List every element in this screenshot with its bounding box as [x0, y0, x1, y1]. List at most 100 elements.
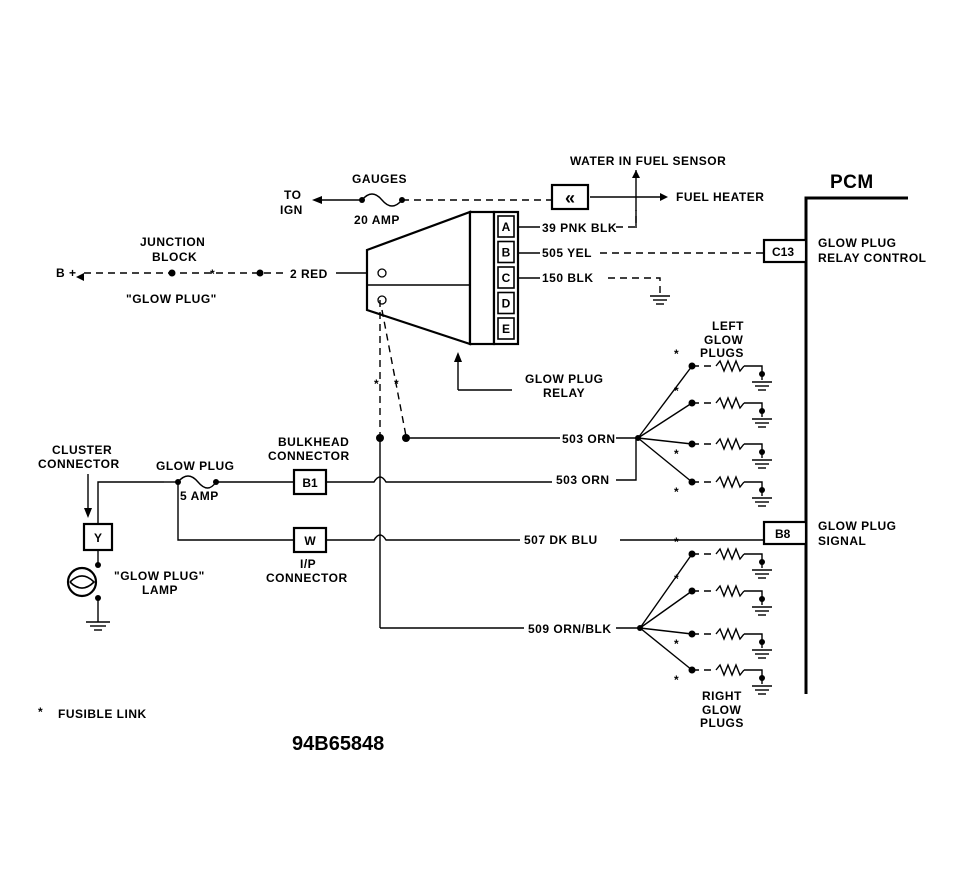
pcm-title: PCM	[830, 172, 874, 193]
relay-body	[365, 210, 472, 346]
relay-terminal	[377, 268, 387, 278]
left-ground-terminal	[759, 371, 765, 377]
ground-icon	[650, 295, 670, 305]
glow-plug-resistor-icon	[715, 627, 745, 641]
glow-plug-signal-label-2: SIGNAL	[818, 534, 866, 548]
junction-dot	[256, 269, 264, 277]
fusible-star: *	[674, 485, 679, 499]
relay-label-2: RELAY	[543, 386, 585, 400]
amp20-label: 20 AMP	[354, 213, 400, 227]
right-ground-terminal	[759, 596, 765, 602]
right-plugs-label-1: RIGHT	[702, 689, 742, 703]
bulkhead-label-2: CONNECTOR	[268, 449, 350, 463]
right-plugs-label-3: PLUGS	[700, 716, 744, 730]
fusible-star: *	[674, 535, 679, 549]
relay-pin-e-label: E	[502, 322, 510, 336]
junction-block: JUNCTION BLOCK B + * 2 RED "GLOW PLUG"	[56, 235, 370, 306]
lamp-label-1: "GLOW PLUG"	[114, 569, 205, 583]
b-plus-arrow-icon	[76, 273, 84, 281]
relay-pin-e	[497, 317, 515, 340]
cluster-label-1: CLUSTER	[52, 443, 112, 457]
pcm-pin-b8	[762, 520, 808, 546]
relay-output-wire-2	[381, 309, 407, 437]
ground-wire	[608, 277, 661, 296]
pcm-module: PCM C13 GLOW PLUG RELAY CONTROL B8 GLOW …	[762, 172, 927, 694]
pcm-pin-c13	[762, 238, 808, 264]
fusible-star: *	[374, 377, 379, 391]
ip-w-label: W	[304, 534, 316, 548]
relay-pin-a-label: A	[502, 220, 511, 234]
legend-text: FUSIBLE LINK	[58, 707, 147, 721]
b-plus-label: B +	[56, 266, 77, 280]
ground-icon	[752, 497, 772, 507]
right-feed-wire	[639, 627, 693, 635]
fusible-star: *	[674, 572, 679, 586]
ground-icon	[86, 621, 110, 631]
cluster-feed-wire	[97, 481, 164, 524]
water-sensor-label: WATER IN FUEL SENSOR	[570, 154, 726, 168]
orn-wire-1-label: 503 ORN	[562, 432, 616, 446]
glow-plug-resistor-icon	[715, 437, 745, 451]
relay-pin-a	[497, 215, 515, 238]
relay-outputs: * * 503 ORN	[374, 300, 636, 628]
dk-blu-wire-label: 507 DK BLU	[524, 533, 598, 547]
glow-plug-resistor-icon	[715, 475, 745, 489]
junction-label-2: BLOCK	[152, 250, 197, 264]
ip-w-box	[292, 526, 328, 554]
relay-control-label-2: RELAY CONTROL	[818, 251, 927, 265]
legend-star: *	[38, 705, 43, 719]
fusible-star: *	[210, 267, 215, 281]
sensor-arrow-icon	[632, 170, 640, 178]
ground-icon	[752, 685, 772, 695]
ground-icon	[752, 606, 772, 616]
orn-wire-2-tail	[616, 438, 637, 481]
orn-wire-2	[326, 476, 552, 483]
circuit-150: 150 BLK	[542, 271, 594, 285]
relay-control-label-1: GLOW PLUG	[818, 236, 897, 250]
glow-plug-signal-label-1: GLOW PLUG	[818, 519, 897, 533]
lamp-label-2: LAMP	[142, 583, 178, 597]
relay-pin-c	[497, 266, 515, 289]
left-plugs-label-3: PLUGS	[700, 346, 744, 360]
cluster-label-2: CONNECTOR	[38, 457, 120, 471]
glow-plug-resistor-icon	[715, 663, 745, 677]
to-ign-arrow-icon	[312, 196, 322, 204]
fuse-to-ip-wire	[177, 482, 294, 541]
gauges-fuse-icon	[361, 193, 403, 207]
figure-id: 94B65848	[292, 733, 384, 755]
bulkhead-b1-box	[292, 468, 328, 496]
relay-pin-b	[497, 240, 515, 264]
circuit-505: 505 YEL	[542, 246, 592, 260]
ground-icon	[752, 569, 772, 579]
connector-y-box	[82, 522, 114, 552]
right-ground-terminal	[759, 559, 765, 565]
glow-plug-fuse-label: "GLOW PLUG"	[126, 292, 217, 306]
to-label: TO	[284, 188, 301, 202]
left-plugs-label-1: LEFT	[712, 319, 744, 333]
relay-pin-d-label: D	[502, 297, 511, 311]
relay-pin-c-label: C	[502, 271, 511, 285]
top-circuit: WATER IN FUEL SENSOR FUEL HEATER « GAUGE…	[280, 154, 764, 228]
fusible-star: *	[674, 447, 679, 461]
glow-plug-fuse-5a-label: GLOW PLUG	[156, 459, 235, 473]
left-plugs-label-2: GLOW	[704, 333, 743, 347]
junction-dot	[168, 269, 176, 277]
ground-icon	[752, 459, 772, 469]
relay-terminal	[377, 295, 387, 305]
glow-plug-resistor-icon	[715, 547, 745, 561]
amp5-label: 5 AMP	[180, 489, 219, 503]
glow-plug-resistor-icon	[715, 359, 745, 373]
ground-icon	[752, 418, 772, 428]
cluster-pointer-arrow-icon	[84, 508, 92, 518]
left-ground-terminal	[759, 449, 765, 455]
fusible-star: *	[394, 377, 399, 391]
ip-label-1: I/P	[300, 557, 316, 571]
water-sensor-box	[550, 183, 590, 211]
fuel-heater-arrow-icon	[660, 193, 668, 201]
left-feed-wire	[637, 437, 693, 445]
fuse-terminal-dot	[359, 197, 365, 203]
